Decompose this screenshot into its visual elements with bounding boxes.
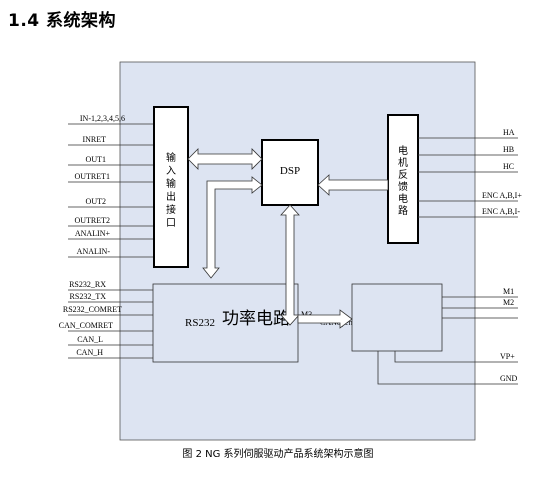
signal-out1: OUT1 — [86, 155, 106, 164]
signal-hb: HB — [503, 145, 514, 154]
signal-hc: HC — [503, 162, 514, 171]
dsp-label: DSP — [280, 165, 300, 177]
watermark-label: 功率电路 — [222, 309, 290, 329]
signal-can-h: CAN_H — [76, 348, 103, 357]
fb-char-4: 馈 — [398, 180, 408, 193]
feedback-block — [387, 114, 419, 244]
right-feedback-lines — [418, 137, 518, 218]
feedback-dsp-arrow — [317, 174, 389, 196]
io-char-5: 接 — [166, 203, 176, 216]
left-comm-lines — [68, 289, 153, 359]
rs232-label: RS232 — [185, 317, 215, 329]
signal-out2: OUT2 — [86, 197, 106, 206]
signal-can-l: CAN_L — [77, 335, 103, 344]
fb-char-1: 电 — [398, 144, 408, 157]
signal-inret: INRET — [82, 135, 106, 144]
signal-rs232-rx: RS232_RX — [69, 280, 106, 289]
dsp-rs232-arrow — [202, 176, 263, 279]
signal-m2: M2 — [503, 298, 514, 307]
signal-analin-plus: ANALIN+ — [75, 229, 111, 238]
signal-outret1: OUTRET1 — [74, 172, 110, 181]
io-char-6: 口 — [166, 218, 176, 229]
io-char-3: 输 — [166, 177, 176, 190]
signal-can-comret: CAN_COMRET — [59, 321, 113, 330]
rs232-block — [152, 283, 299, 363]
signal-ha: HA — [503, 128, 515, 137]
io-char-1: 输 — [166, 151, 176, 164]
dsp-power-arrow — [280, 204, 300, 326]
signal-enc-plus: ENC A,B,I+ — [482, 191, 522, 200]
section-heading: 1.4 系统架构 — [8, 11, 117, 31]
signal-rs232-tx: RS232_TX — [70, 292, 107, 301]
io-char-2: 入 — [166, 166, 176, 177]
m3-label: M3 — [301, 310, 312, 319]
io-dsp-arrow — [187, 148, 263, 170]
fb-char-3: 反 — [398, 169, 408, 181]
power-block — [351, 283, 443, 352]
signal-vp: VP+ — [500, 352, 515, 361]
fb-char-2: 机 — [398, 156, 408, 169]
left-io-lines — [68, 123, 154, 258]
dsp-block — [261, 139, 319, 206]
io-interface-block — [153, 106, 189, 268]
io-char-4: 出 — [166, 190, 176, 203]
signal-rs232-comret: RS232_COMRET — [63, 305, 122, 314]
signal-analin-minus: ANALIN- — [77, 247, 111, 256]
fb-char-6: 路 — [398, 204, 408, 217]
rs232-power-arrow — [297, 309, 353, 329]
signal-outret2: OUTRET2 — [74, 216, 110, 225]
signal-enc-minus: ENC A,B,I- — [482, 207, 520, 216]
figure-caption: 图 2 NG 系列伺服驱动产品系统架构示意图 — [182, 449, 374, 460]
signal-gnd: GND — [500, 374, 518, 383]
fb-char-5: 电 — [398, 192, 408, 205]
signal-in: IN-1,2,3,4,5,6 — [80, 114, 125, 123]
right-power-lines — [377, 296, 518, 385]
signal-m1: M1 — [503, 287, 514, 296]
